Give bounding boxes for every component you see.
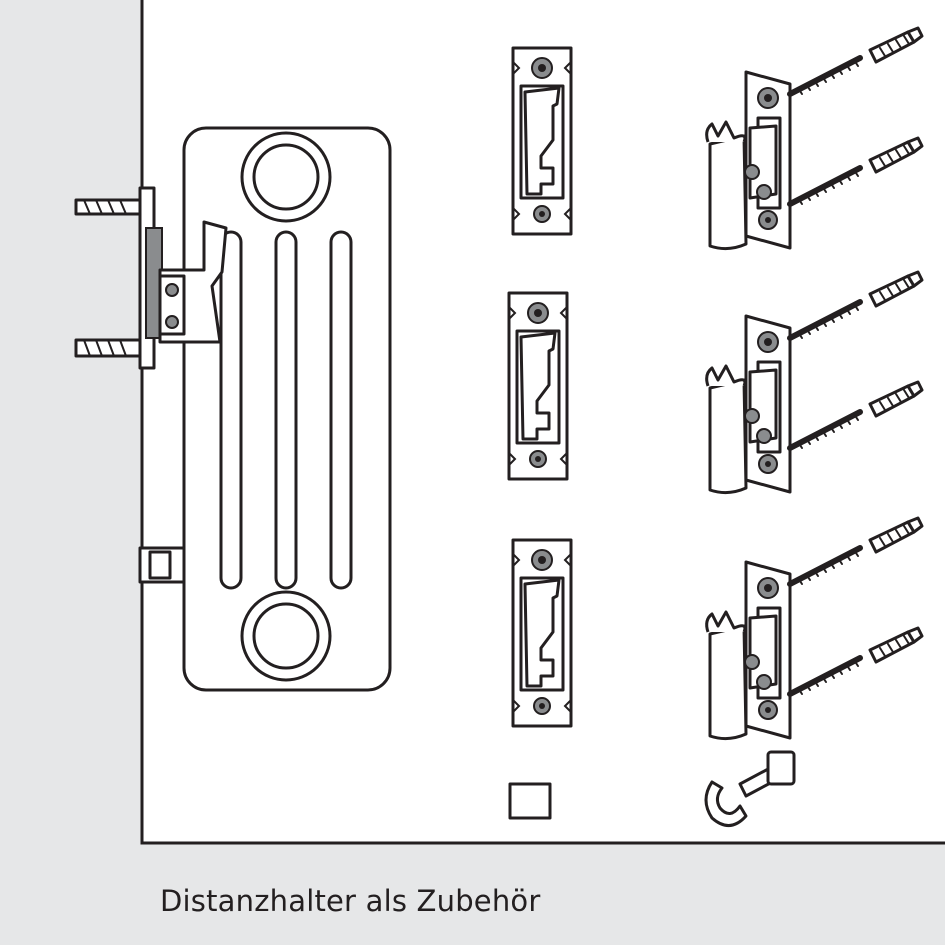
square-cap-icon [508, 782, 552, 820]
wall-bracket-icon [507, 46, 573, 728]
spacer-holder-icon [705, 70, 792, 741]
radiator-side-view-icon [74, 126, 392, 692]
caption: Distanzhalter als Zubehör [160, 884, 541, 918]
bottom-clip-icon [704, 750, 796, 827]
